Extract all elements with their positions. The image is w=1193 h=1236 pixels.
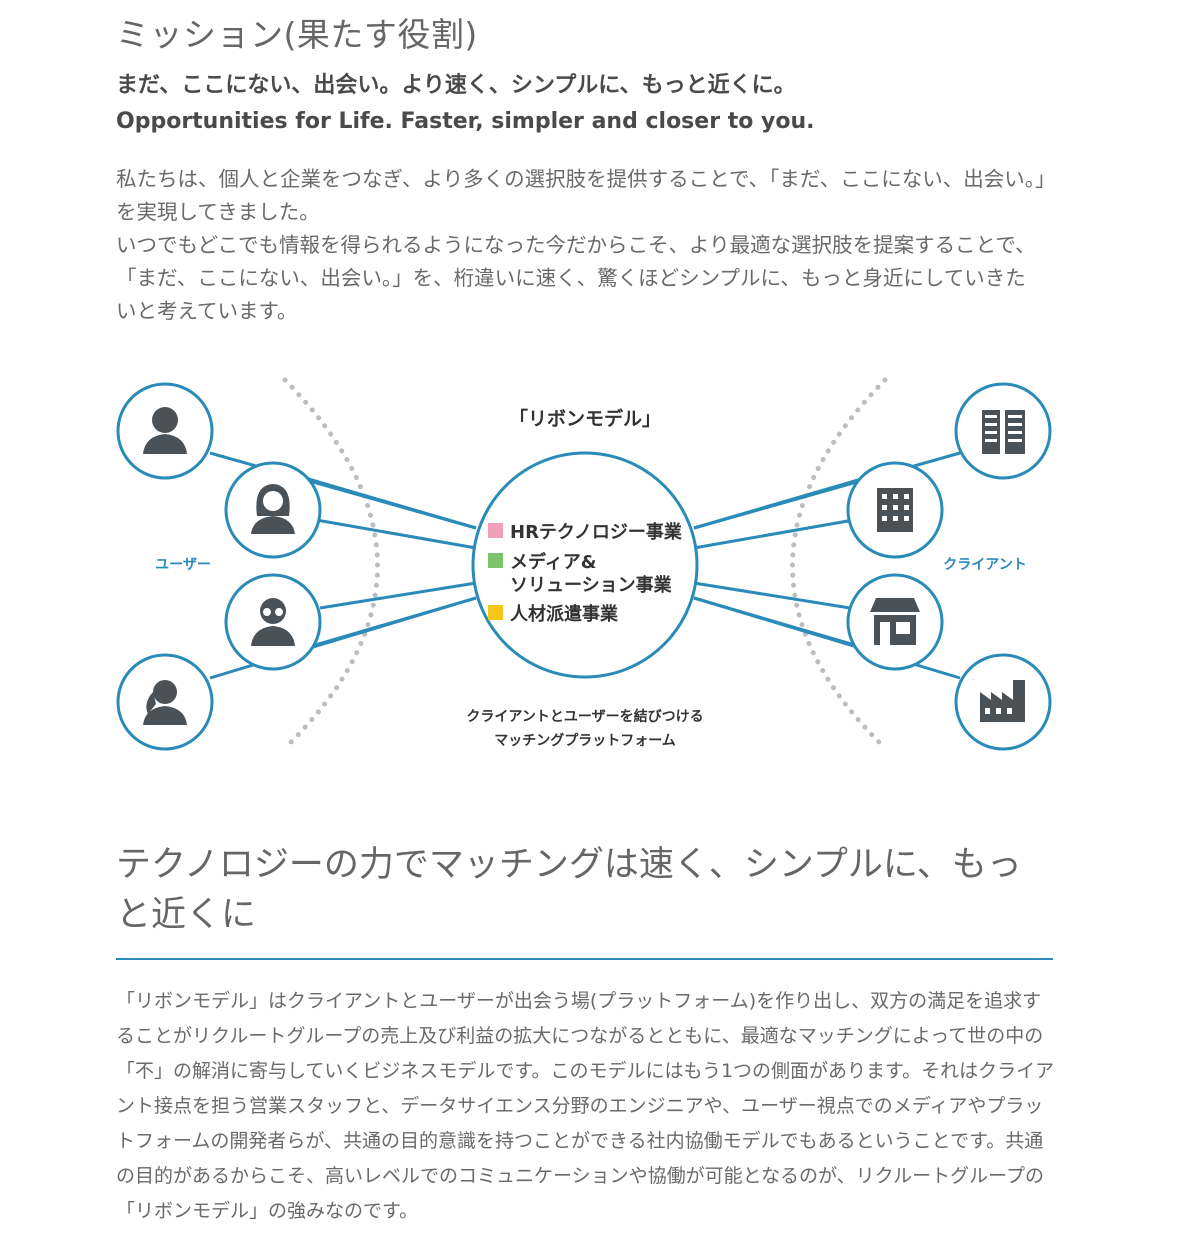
client-circle-3	[846, 573, 944, 671]
mission-tagline: まだ、ここにない、出会い。より速く、シンプルに、もっと近くに。 Opportun…	[116, 68, 1056, 140]
client-circle-1	[954, 382, 1052, 480]
tagline-jp: まだ、ここにない、出会い。より速く、シンプルに、もっと近くに。	[116, 73, 796, 98]
legend-swatch-media	[488, 553, 503, 568]
client-circle-4	[954, 653, 1052, 751]
user-circle-2	[224, 461, 322, 559]
office-building-icon	[982, 410, 1025, 454]
woman-icon	[251, 484, 295, 534]
caption-line-2: マッチングプラットフォーム	[494, 732, 676, 749]
user-circle-4	[116, 653, 214, 751]
caption-line-1: クライアントとユーザーを結びつける	[466, 708, 703, 725]
business-staffing-label: 人材派遣事業	[510, 603, 619, 625]
tall-building-icon	[877, 488, 913, 532]
business-media-label-2: ソリューション事業	[510, 574, 673, 596]
legend-swatch-staffing	[488, 605, 503, 620]
client-circle-2	[846, 461, 944, 559]
man-icon	[143, 407, 187, 454]
mission-title: ミッション(果たす役割)	[116, 15, 478, 54]
ponytail-woman-icon	[143, 680, 187, 725]
user-circle-1	[116, 382, 214, 480]
ribbon-model-diagram: 「リボンモデル」 HRテクノロジー事業 メディア& ソリューション事業 人材派遣…	[0, 358, 1193, 778]
legend-swatch-hr	[488, 523, 503, 538]
tagline-en: Opportunities for Life. Faster, simpler …	[116, 109, 815, 134]
mission-intro: 私たちは、個人と企業をつなぎ、より多くの選択肢を提供することで、「まだ、ここにな…	[116, 163, 1046, 328]
user-label: ユーザー	[155, 557, 211, 573]
intro-paragraph-1: 私たちは、個人と企業をつなぎ、より多くの選択肢を提供することで、「まだ、ここにな…	[116, 167, 1046, 224]
business-media-label-1: メディア&	[510, 551, 596, 573]
diagram-title: 「リボンモデル」	[509, 407, 661, 430]
intro-paragraph-2: いつでもどこでも情報を得られるようになった今だからこそ、より最適な選択肢を提案す…	[116, 233, 1036, 323]
left-dotted-arc	[282, 377, 380, 751]
technology-title: テクノロジーの力でマッチングは速く、シンプルに、もっと近くに	[116, 845, 1022, 935]
shop-icon	[870, 598, 920, 645]
business-hr-label: HRテクノロジー事業	[510, 521, 683, 543]
right-dotted-arc	[790, 377, 888, 751]
title-divider	[116, 958, 1053, 960]
factory-icon	[980, 680, 1025, 722]
technology-body: 「リボンモデル」はクライアントとユーザーが出会う場(プラットフォーム)を作り出し…	[116, 990, 1055, 1222]
center-platform-circle	[471, 451, 699, 679]
user-circle-3	[224, 573, 322, 671]
client-label: クライアント	[943, 557, 1026, 573]
glasses-man-icon	[251, 598, 295, 646]
